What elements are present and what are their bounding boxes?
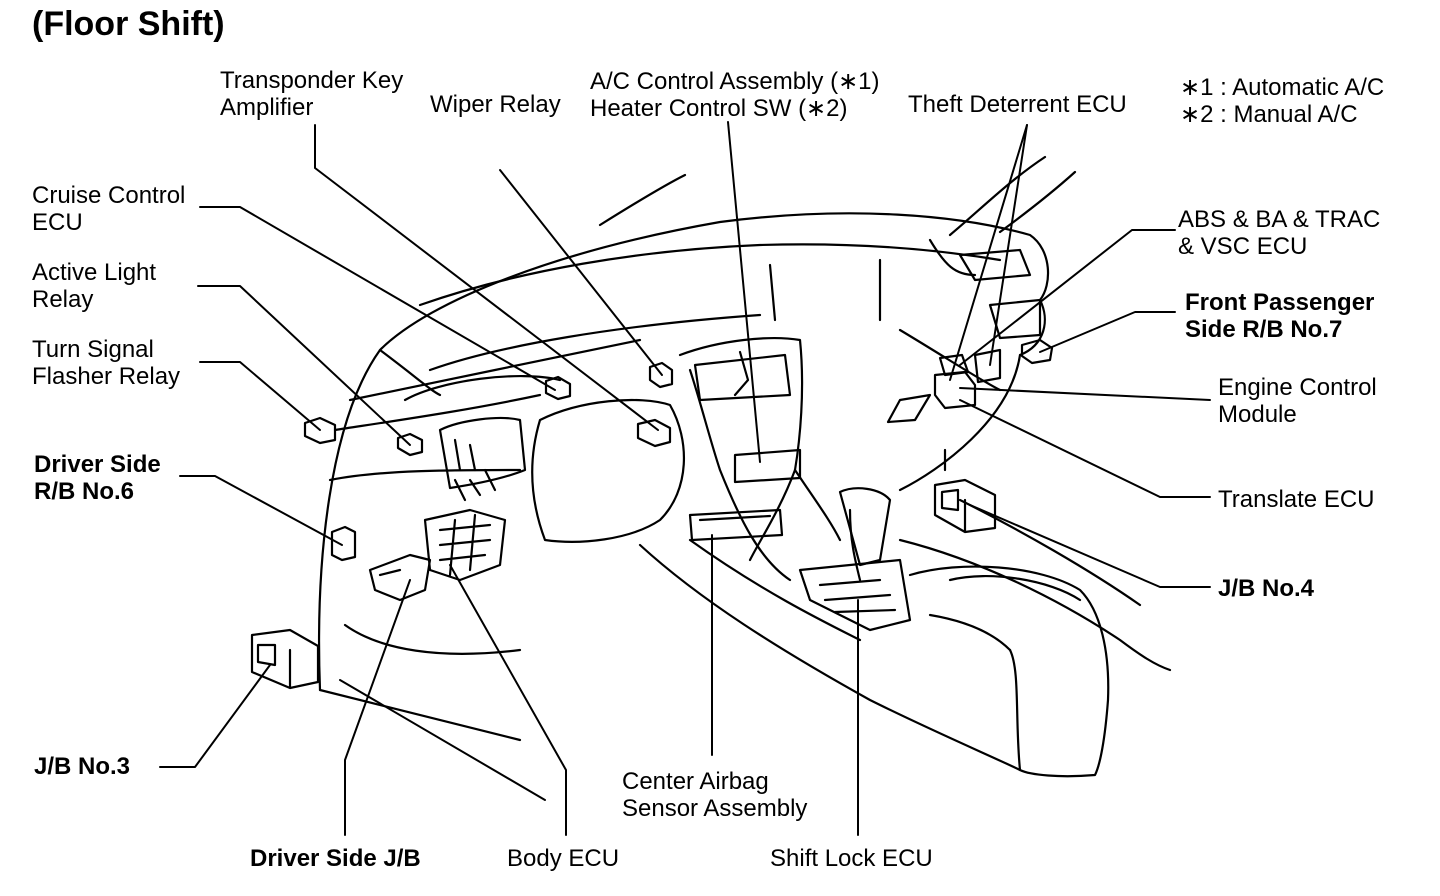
label-driver-side-rb-no6: Driver Side R/B No.6 <box>34 451 161 505</box>
transponder-box <box>636 418 672 448</box>
label-driver-side-jb: Driver Side J/B <box>250 845 421 872</box>
label-active-light-relay: Active Light Relay <box>32 259 157 313</box>
jb4-box <box>933 478 997 534</box>
leader-lines <box>159 121 1211 836</box>
turn-signal-relay-box <box>303 416 337 445</box>
label-body-ecu: Body ECU <box>507 845 620 872</box>
legend-note-automatic-ac: ∗1 : Automatic A/C <box>1180 74 1385 101</box>
engine-ecm-box <box>933 370 977 410</box>
label-abs-ba-trac-vsc-ecu: ABS & BA & TRAC & VSC ECU <box>1178 206 1381 260</box>
driver-jb-box <box>368 553 432 602</box>
label-shift-lock-ecu: Shift Lock ECU <box>770 845 933 872</box>
label-center-airbag-sensor-assembly: Center Airbag Sensor Assembly <box>622 768 808 822</box>
body-ecu-box <box>423 508 507 582</box>
instrument-cluster <box>403 375 685 543</box>
label-jb-no3: J/B No.3 <box>34 753 131 780</box>
label-engine-control-module: Engine Control Module <box>1218 374 1377 428</box>
label-cruise-control-ecu: Cruise Control ECU <box>32 182 186 236</box>
component-boxes <box>250 338 1054 690</box>
abs-ecu-box <box>938 353 970 377</box>
legend-note-manual-ac: ∗2 : Manual A/C <box>1180 101 1358 128</box>
label-jb-no4: J/B No.4 <box>1218 575 1315 602</box>
label-transponder-key-amplifier: Transponder Key Amplifier <box>220 67 404 121</box>
active-light-relay-box <box>396 432 424 457</box>
ac-control-box <box>733 448 802 484</box>
rb6-box <box>330 525 357 562</box>
dashboard-outline <box>318 155 1077 742</box>
label-wiper-relay: Wiper Relay <box>430 91 561 118</box>
label-theft-deterrent-ecu: Theft Deterrent ECU <box>908 91 1127 118</box>
label-front-passenger-rb-no7: Front Passenger Side R/B No.7 <box>1185 289 1375 343</box>
diagram-title: (Floor Shift) <box>32 5 225 43</box>
label-translate-ecu: Translate ECU <box>1218 486 1375 513</box>
label-ac-control-assembly: A/C Control Assembly (∗1) Heater Control… <box>590 68 880 122</box>
airbag-sensor-box <box>688 508 784 542</box>
jb3-box <box>250 628 320 690</box>
label-turn-signal-flasher-relay: Turn Signal Flasher Relay <box>32 336 181 390</box>
cruise-control-ecu-box <box>544 375 572 401</box>
center-console <box>638 337 1172 778</box>
rb7-box <box>1020 338 1054 365</box>
wiper-relay-box <box>648 361 674 389</box>
